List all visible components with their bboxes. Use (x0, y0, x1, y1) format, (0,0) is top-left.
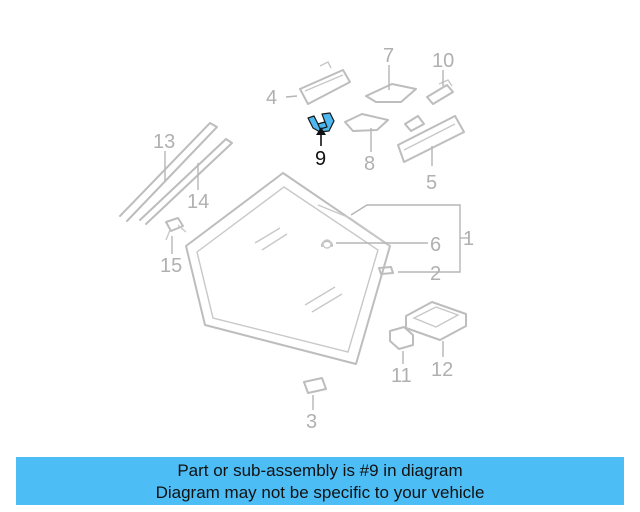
parts-diagram: 1 2 3 4 5 6 7 8 9 10 11 12 13 14 15 (119, 45, 474, 433)
part-12-module (405, 301, 467, 341)
callout-13: 13 (153, 131, 175, 153)
banner-line-disclaimer: Diagram may not be specific to your vehi… (155, 483, 485, 502)
callout-11: 11 (391, 365, 412, 387)
callout-1: 1 (463, 228, 474, 250)
callout-10: 10 (432, 50, 454, 72)
diagram-note-banner: Part or sub-assembly is #9 in diagram Di… (16, 457, 624, 505)
part-11-module (389, 326, 414, 350)
part-10-bracket (426, 79, 454, 105)
callout-12: 12 (431, 359, 453, 381)
callout-6: 6 (430, 234, 441, 256)
part-7-cover (365, 83, 417, 103)
windshield-glass (185, 172, 391, 365)
callout-3: 3 (306, 411, 317, 433)
part-3-lamp (303, 377, 327, 394)
part-15-clip (165, 217, 187, 241)
part-5-mirror (397, 115, 465, 163)
callout-7: 7 (383, 45, 394, 67)
banner-line-part-number: Part or sub-assembly is #9 in diagram (177, 461, 463, 480)
part-2-pad (378, 266, 394, 275)
callout-2: 2 (430, 263, 441, 285)
callout-4: 4 (266, 87, 277, 109)
callout-5: 5 (426, 172, 437, 194)
callout-15: 15 (160, 255, 182, 277)
part-8-cover (344, 113, 389, 132)
callout-14: 14 (187, 191, 209, 213)
part-4-mirror (299, 61, 351, 105)
leader-lines (164, 65, 468, 410)
part-9-bracket-highlighted[interactable] (307, 112, 335, 133)
callout-8: 8 (364, 153, 375, 175)
leader-9 (316, 127, 326, 146)
callout-9: 9 (315, 148, 326, 170)
part-14-molding (139, 138, 233, 225)
part-6-sensor (321, 239, 333, 249)
